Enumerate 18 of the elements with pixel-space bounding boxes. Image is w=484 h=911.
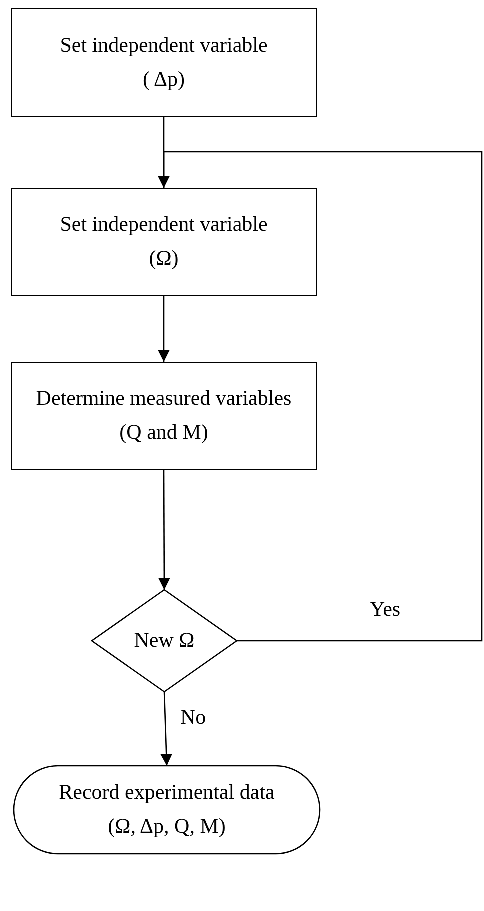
process-box — [11, 8, 317, 117]
node-text: Set independent variable — [60, 211, 268, 238]
node-text: Record experimental data — [59, 779, 275, 806]
arrow — [158, 151, 483, 642]
process-box — [11, 362, 317, 470]
process-box — [11, 188, 317, 296]
node-text: Set independent variable — [60, 32, 268, 59]
node-text: (Ω, Δp, Q, M) — [108, 813, 226, 840]
node-text: Determine measured variables — [36, 385, 292, 412]
terminal-shape — [14, 766, 320, 854]
node-text: New Ω — [134, 627, 195, 654]
decision-diamond — [92, 590, 237, 692]
arrow — [158, 470, 170, 590]
node-text: (Ω) — [149, 245, 179, 272]
node-text: (Q and M) — [120, 419, 208, 446]
node-text: ( Δp) — [142, 66, 186, 92]
arrow — [160, 692, 173, 766]
arrow — [158, 296, 170, 362]
